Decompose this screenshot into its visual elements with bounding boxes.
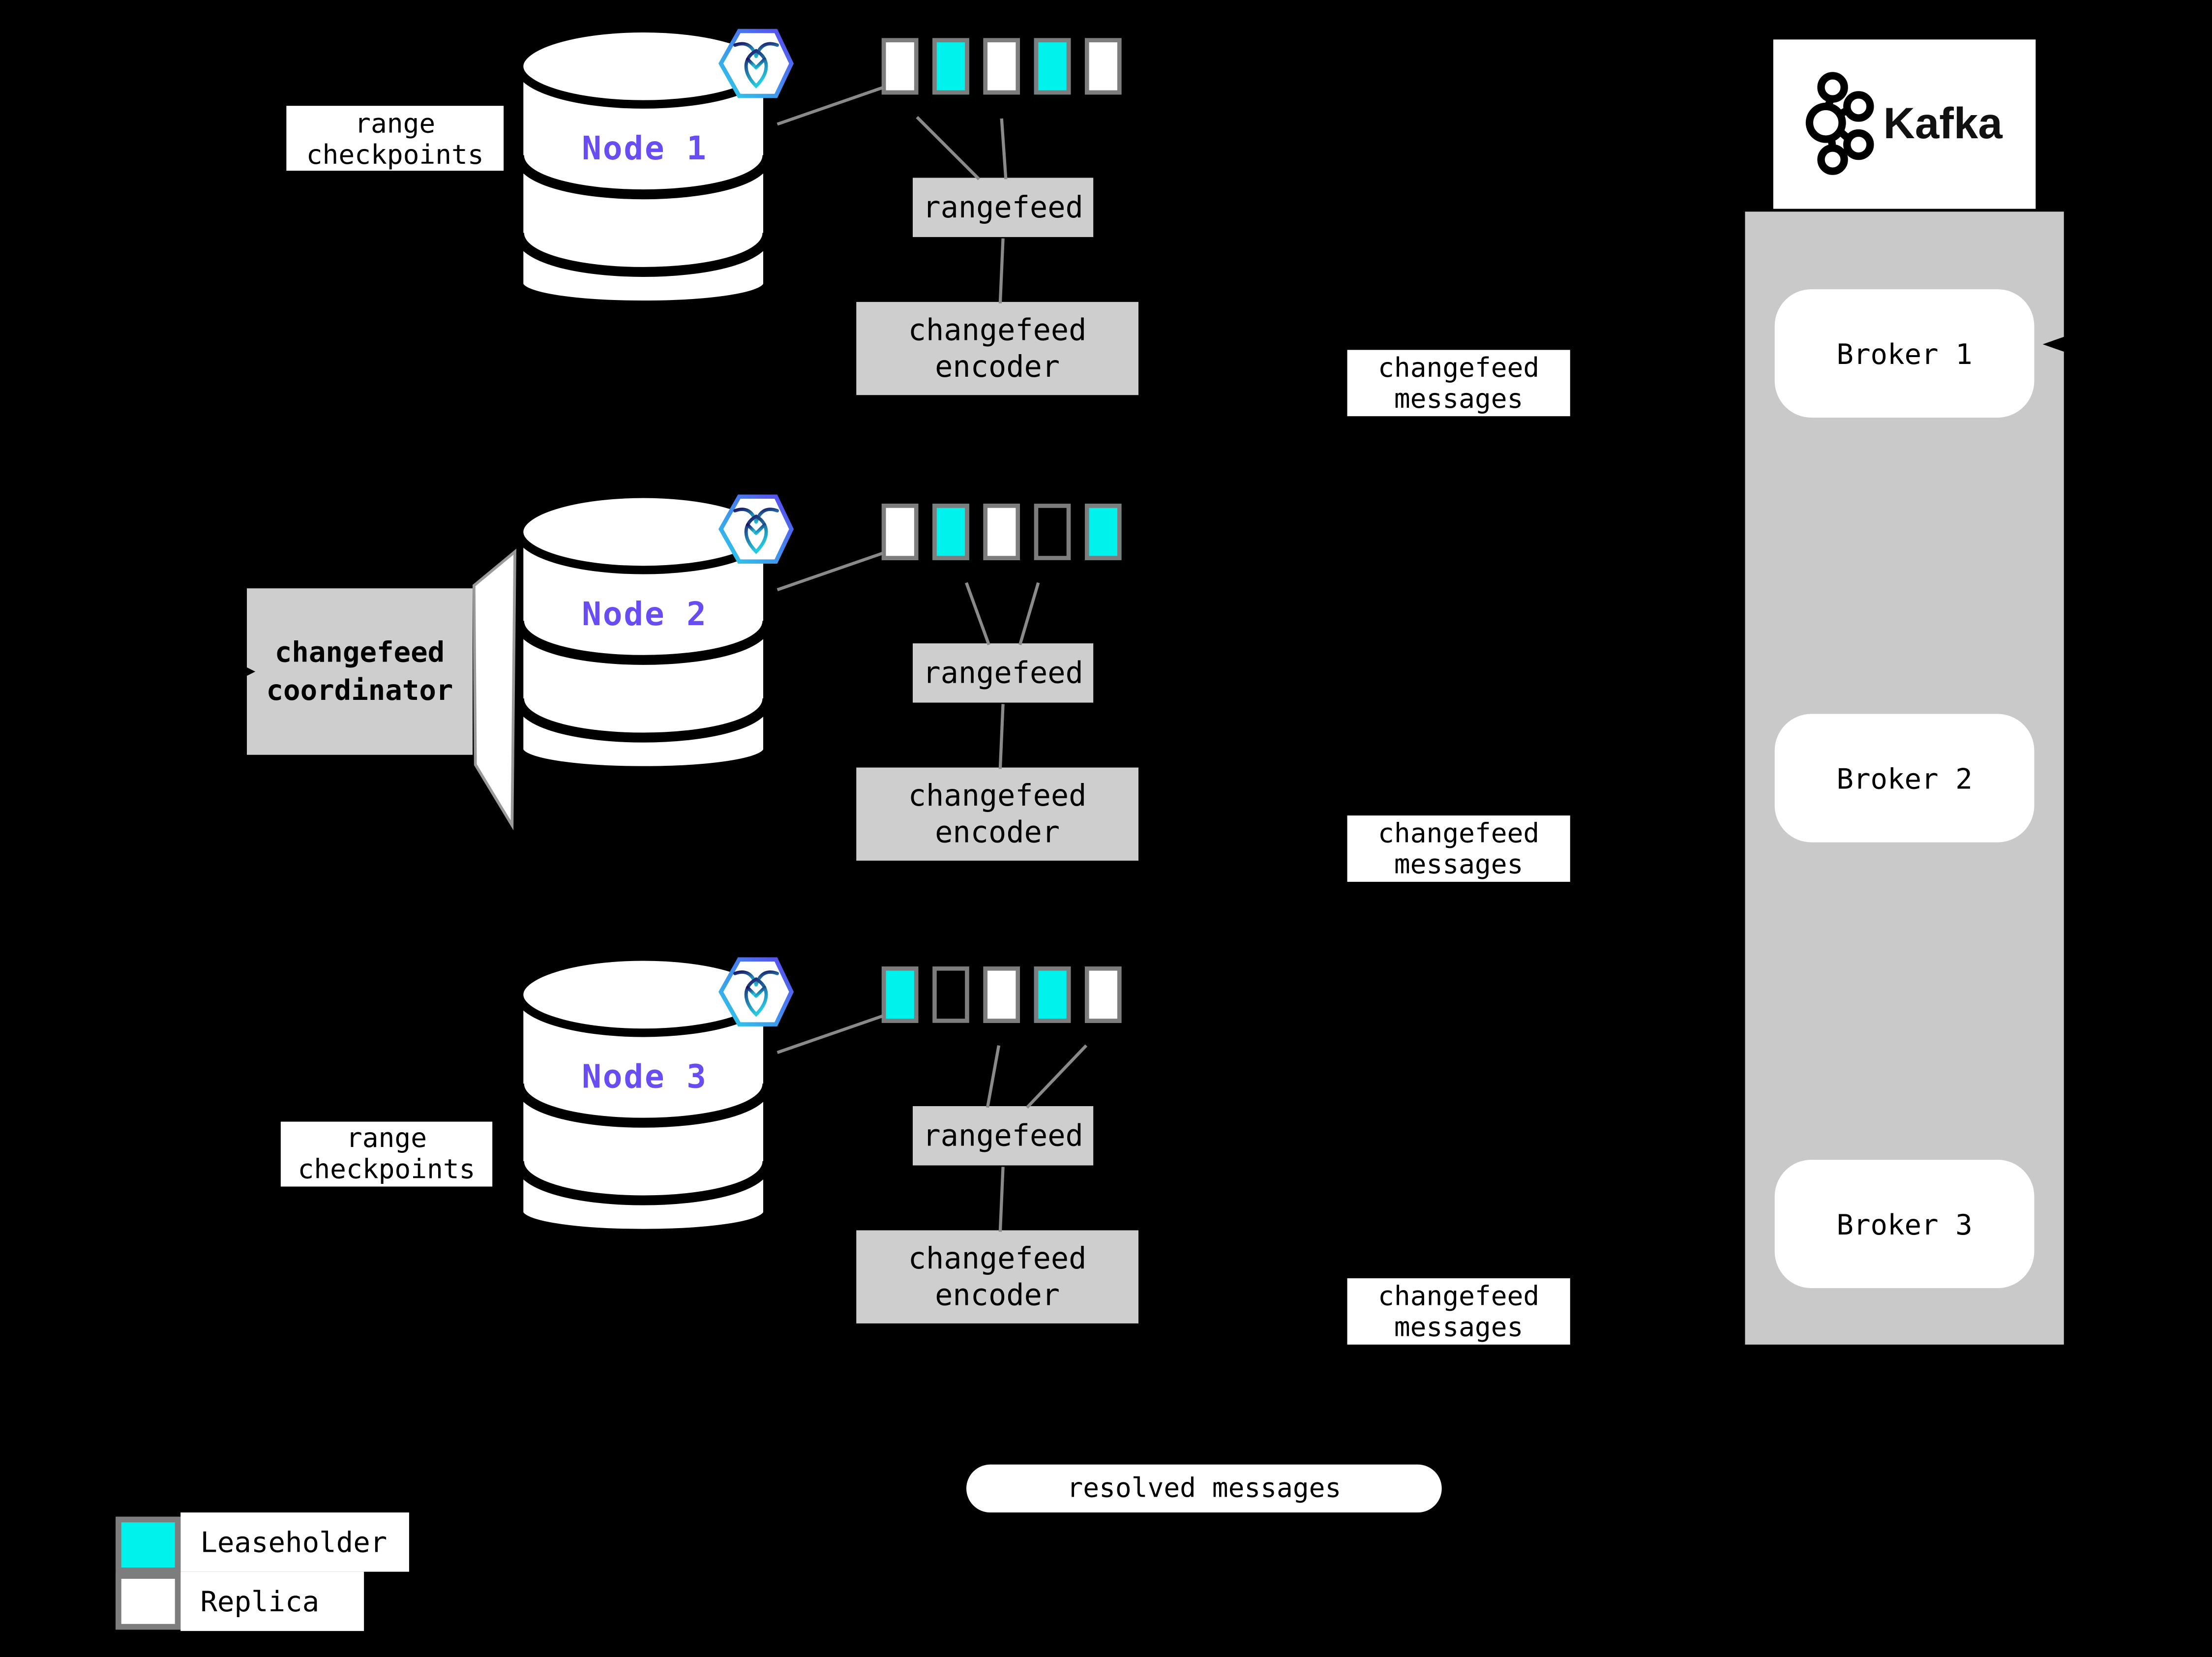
kafka-title: Kafka (1883, 98, 2003, 149)
node-3-title: Node 3 (582, 1059, 708, 1096)
node-1-rangefeed: rangefeed (912, 178, 1094, 237)
range-box-leaseholder (881, 966, 919, 1023)
range-box-replica (881, 504, 919, 560)
node-2-title: Node 2 (582, 597, 708, 634)
range-box-empty (1034, 504, 1071, 560)
legend-leaseholder-swatch (116, 1516, 181, 1573)
legend-replica-swatch (116, 1573, 181, 1630)
range-box-empty (932, 966, 969, 1023)
broker-1: Broker 1 (1774, 289, 2034, 418)
database-cylinder (512, 21, 775, 337)
range-box-leaseholder (1084, 504, 1122, 560)
cockroachdb-icon (717, 488, 796, 570)
broker-3-label: Broker 3 (1836, 1207, 1973, 1241)
node-3-changefeed-messages: changefeed messages (1347, 1278, 1570, 1345)
database-cylinder (512, 487, 775, 803)
range-box-leaseholder (1034, 38, 1071, 95)
range-box-replica (983, 504, 1020, 560)
range-box-leaseholder (1034, 966, 1071, 1023)
range-checkpoints-label-node3: range checkpoints (280, 1121, 493, 1187)
resolved-messages-pill: resolved messages (966, 1464, 1442, 1513)
node-1-title: Node 1 (582, 131, 708, 168)
node-2-changefeed-encoder: changefeed encoder (856, 767, 1138, 861)
node-2-rangefeed: rangefeed (912, 643, 1094, 703)
range-box-leaseholder (932, 38, 969, 95)
range-checkpoints-label-node1: range checkpoints (286, 106, 504, 171)
node-3-ranges (881, 966, 1122, 1023)
cockroachdb-icon (717, 951, 796, 1032)
cockroachdb-icon (717, 23, 796, 104)
database-cylinder (512, 950, 775, 1266)
range-box-replica (1084, 966, 1122, 1023)
range-box-replica (1084, 38, 1122, 95)
legend-leaseholder-row: Leaseholder (180, 1512, 409, 1572)
node-1-changefeed-messages: changefeed messages (1347, 350, 1570, 417)
node-3-changefeed-encoder: changefeed encoder (856, 1230, 1138, 1324)
node-1-ranges (881, 38, 1122, 95)
range-box-leaseholder (932, 504, 969, 560)
kafka-icon (1796, 70, 1878, 178)
broker-3: Broker 3 (1774, 1160, 2034, 1289)
node-2-changefeed-messages: changefeed messages (1347, 815, 1570, 882)
range-box-replica (881, 38, 919, 95)
node-3-rangefeed: rangefeed (912, 1106, 1094, 1166)
broker-2-label: Broker 2 (1836, 761, 1973, 795)
coordinator-flag (472, 548, 516, 831)
range-box-replica (983, 38, 1020, 95)
legend-replica-row: Replica (180, 1571, 364, 1631)
node-1-changefeed-encoder: changefeed encoder (856, 301, 1138, 395)
broker-1-label: Broker 1 (1836, 336, 1973, 371)
range-box-replica (983, 966, 1020, 1023)
node-2-ranges (881, 504, 1122, 560)
kafka-logo-box: Kafka (1773, 39, 2036, 209)
broker-2: Broker 2 (1774, 714, 2034, 843)
changefeed-coordinator-label: changefeed coordinator (247, 588, 473, 755)
